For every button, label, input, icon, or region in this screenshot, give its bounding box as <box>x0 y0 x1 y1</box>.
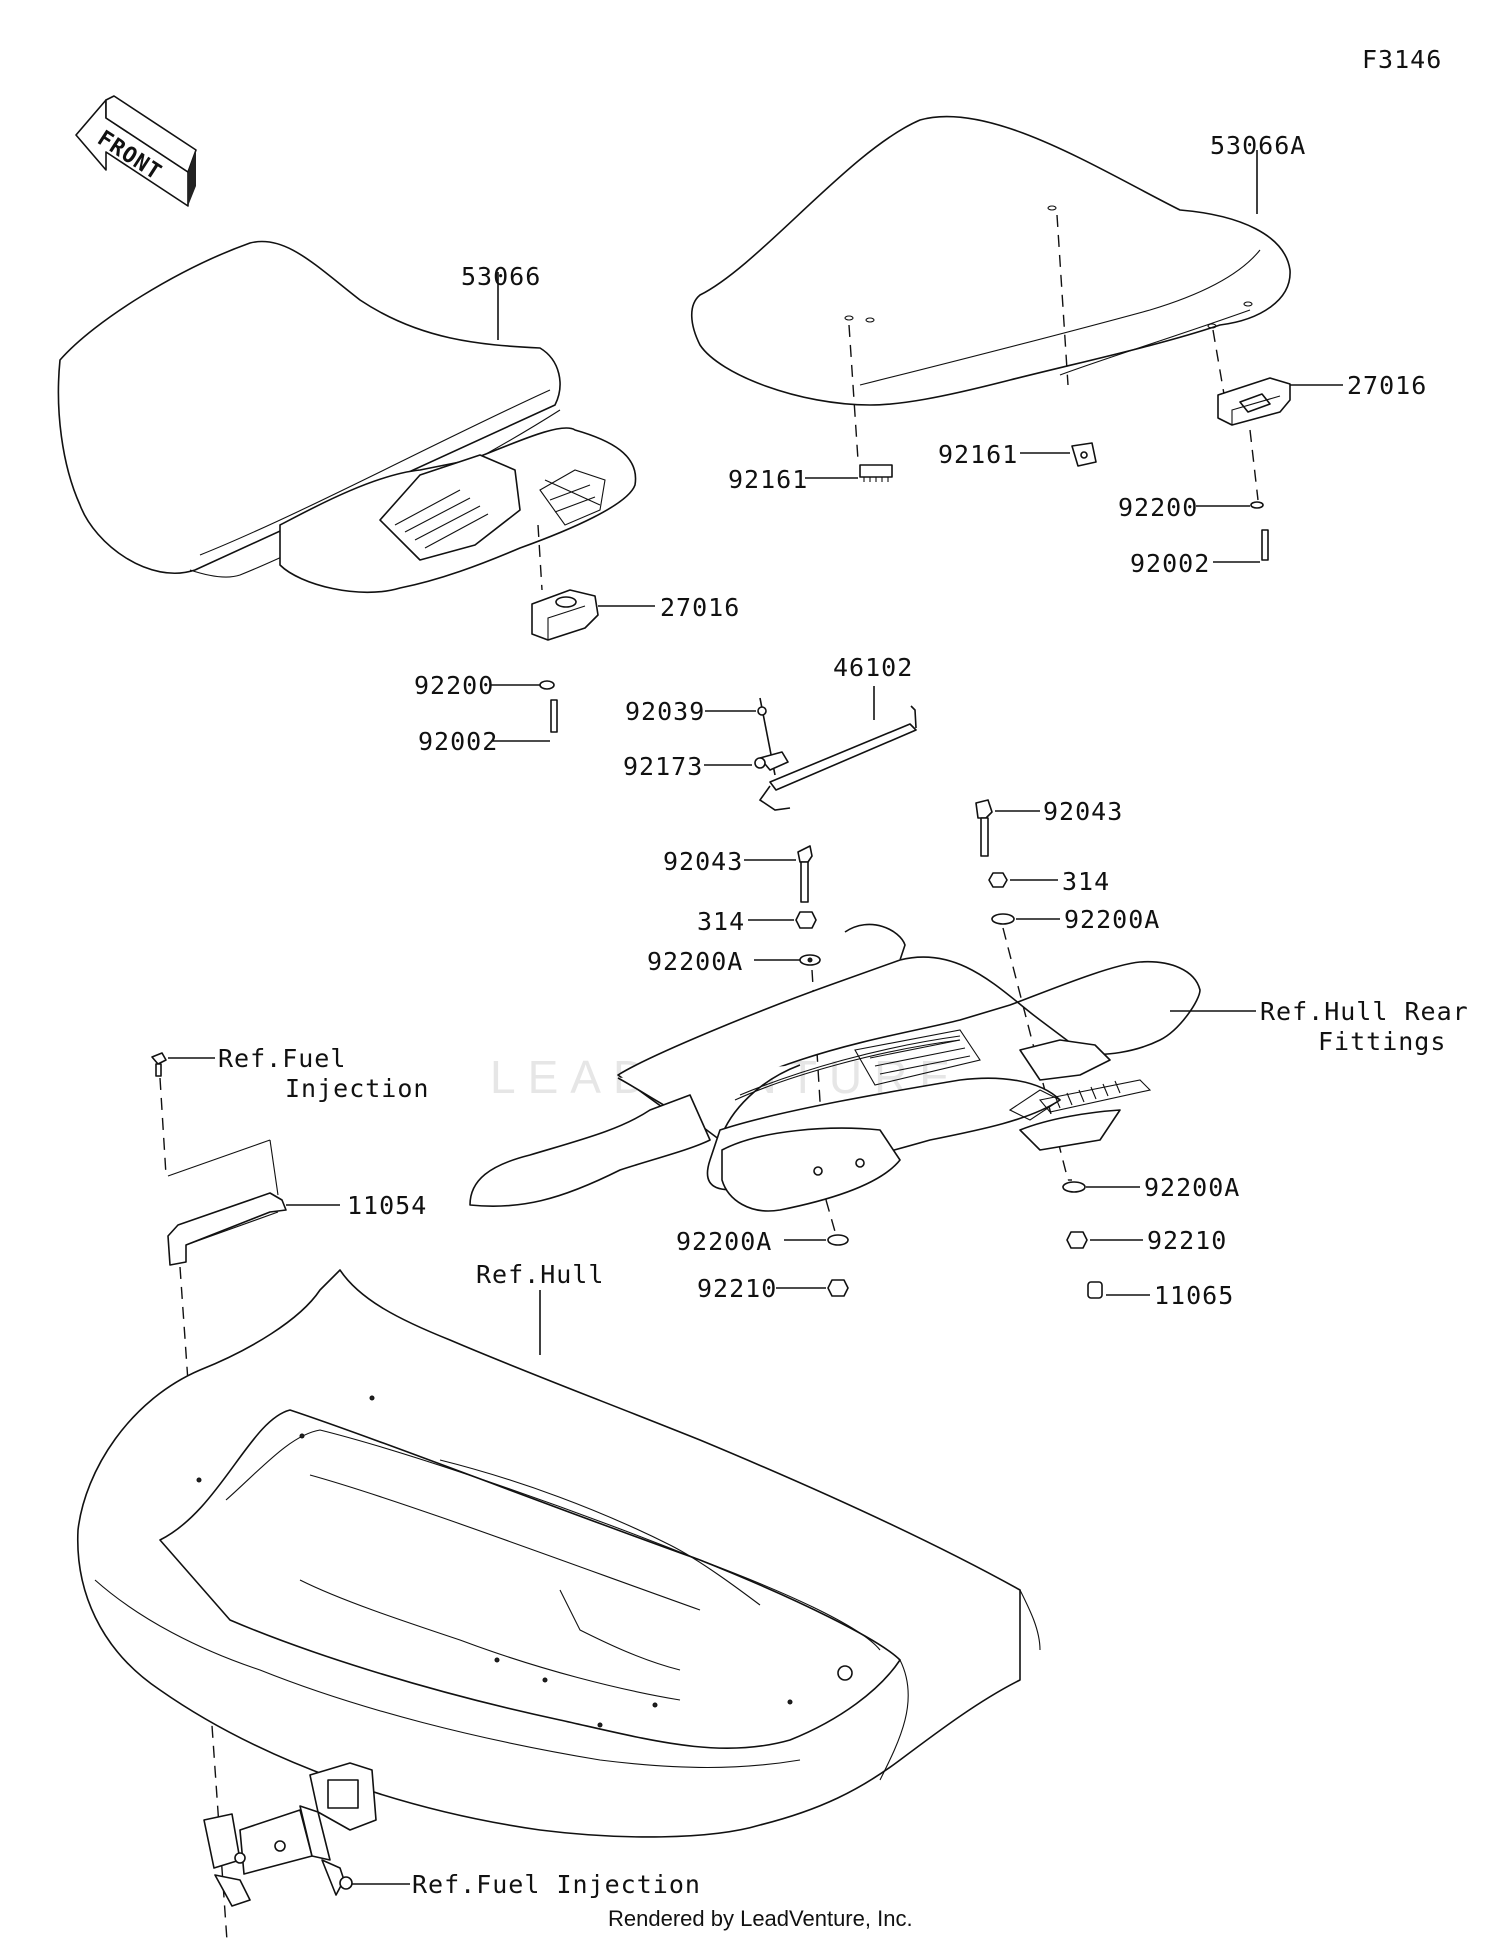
retainer-92173 <box>754 751 789 771</box>
stud-92043-left <box>797 845 813 903</box>
bolt-92002-rear <box>1261 529 1269 561</box>
callout-92200A-lower-left: 92200A <box>676 1227 772 1256</box>
callout-92200A-lower-right: 92200A <box>1144 1173 1240 1202</box>
callout-27016-front: 27016 <box>660 593 740 622</box>
callout-314-right: 314 <box>1062 867 1110 896</box>
callout-92210-lower-left: 92210 <box>697 1274 777 1303</box>
callout-92200-rear: 92200 <box>1118 493 1198 522</box>
washer-92200-rear <box>1250 501 1264 509</box>
bracket-ref-fuel-bottom <box>203 1762 377 1907</box>
callout-92173: 92173 <box>623 752 703 781</box>
nut-314-left <box>795 911 817 929</box>
ref-fuel-bottom: Ref.Fuel Injection <box>412 1870 701 1899</box>
callout-92161-left: 92161 <box>728 465 808 494</box>
callout-92200-front: 92200 <box>414 671 494 700</box>
callout-314-left: 314 <box>697 907 745 936</box>
washer-92200A-lower-right <box>1062 1181 1086 1193</box>
bolt-ref-fuel-top <box>151 1052 167 1077</box>
callout-92200A-upper-left: 92200A <box>647 947 743 976</box>
callout-11065: 11065 <box>1154 1281 1234 1310</box>
ref-fuel-top-line2: Injection <box>285 1074 429 1103</box>
callout-92210-lower-right: 92210 <box>1147 1226 1227 1255</box>
nut-92210-lower-right <box>1066 1231 1088 1249</box>
washer-92200A-lower-left <box>827 1234 849 1246</box>
callout-46102: 46102 <box>833 653 913 682</box>
nut-314-right <box>988 872 1008 888</box>
rear-bracket-27016 <box>1217 377 1291 426</box>
callout-92161-center: 92161 <box>938 440 1018 469</box>
ref-fuel-top-line1: Ref.Fuel <box>218 1044 346 1073</box>
callout-53066: 53066 <box>461 262 541 291</box>
callout-53066A: 53066A <box>1210 131 1306 160</box>
front-seat-53066 <box>57 240 637 594</box>
washer-92200A-upper-right <box>991 913 1015 925</box>
callout-92002-rear: 92002 <box>1130 549 1210 578</box>
callout-92043-right: 92043 <box>1043 797 1123 826</box>
hull-rear-fitting <box>469 923 1201 1212</box>
callout-11054: 11054 <box>347 1191 427 1220</box>
bolt-92002-front <box>550 699 558 733</box>
pin-92039 <box>757 706 767 716</box>
ref-hull-rear-line1: Ref.Hull Rear <box>1260 997 1469 1026</box>
clip-92161-left <box>859 464 893 482</box>
callout-27016-rear: 27016 <box>1347 371 1427 400</box>
hull <box>76 1269 1041 1838</box>
callout-92039: 92039 <box>625 697 705 726</box>
nut-92210-lower-left <box>827 1279 849 1297</box>
stud-92043-right <box>975 799 993 857</box>
clip-92161-center <box>1071 442 1097 467</box>
callout-92002-front: 92002 <box>418 727 498 756</box>
callout-92043-left: 92043 <box>663 847 743 876</box>
ref-hull: Ref.Hull <box>476 1260 604 1289</box>
footer-credit: Rendered by LeadVenture, Inc. <box>608 1906 913 1931</box>
figure-code: F3146 <box>1362 45 1442 74</box>
washer-92200-front <box>539 680 555 690</box>
plate-11054 <box>167 1139 287 1266</box>
rear-seat-53066A <box>690 115 1291 406</box>
front-arrow-icon: FRONT <box>75 95 197 207</box>
callout-92200A-upper-right: 92200A <box>1064 905 1160 934</box>
cap-11065 <box>1087 1281 1103 1299</box>
front-bracket-27016 <box>531 589 599 641</box>
ref-hull-rear-line2: Fittings <box>1318 1027 1446 1056</box>
